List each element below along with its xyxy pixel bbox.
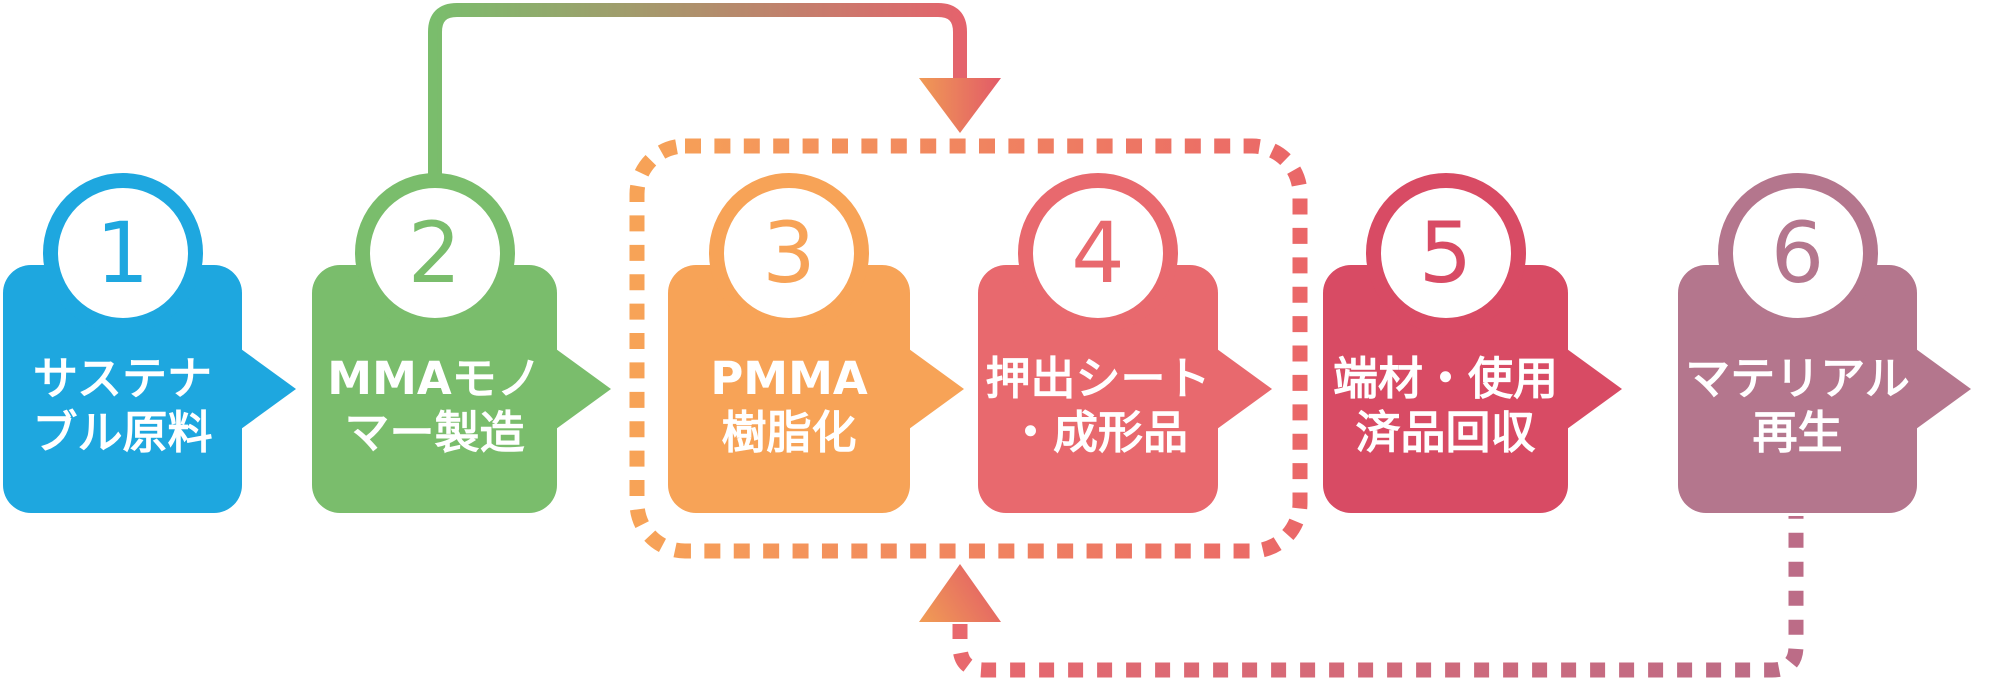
step-number-badge: 1 xyxy=(42,173,203,333)
step-number-badge: 5 xyxy=(1365,173,1526,333)
step-label-line: 樹脂化 xyxy=(721,406,857,459)
step-number: 3 xyxy=(762,204,816,302)
step-box-3: 3 PMMA 樹脂化 xyxy=(668,173,964,513)
step-box-4: 4 押出シート ・成形品 xyxy=(978,173,1272,513)
step-number: 5 xyxy=(1418,204,1473,302)
return-connector-line xyxy=(952,516,1804,678)
step-number: 4 xyxy=(1071,204,1125,302)
step-number-badge: 4 xyxy=(1018,173,1178,333)
step-label-line: MMAモノ xyxy=(327,352,542,405)
step-number-badge: 3 xyxy=(709,173,869,333)
step-number: 1 xyxy=(95,204,150,302)
step-box-2: 2 MMAモノ マー製造 xyxy=(312,173,611,513)
step-label: 端材・使用 済品回収 xyxy=(1323,352,1568,460)
step-box-1: 1 サステナ ブル原料 xyxy=(3,173,296,513)
arrow-down-icon xyxy=(919,78,1001,133)
step-number-badge: 2 xyxy=(354,173,515,333)
step-label: マテリアル 再生 xyxy=(1678,352,1917,460)
step-label-line: 済品回収 xyxy=(1355,406,1536,459)
step-label-line: マテリアル xyxy=(1685,352,1910,405)
step-box-6: 6 マテリアル 再生 xyxy=(1678,173,1971,513)
step-label-line: ・成形品 xyxy=(1007,406,1188,459)
step-number: 6 xyxy=(1770,204,1825,302)
arrow-up-icon xyxy=(919,564,1001,622)
step-label-line: マー製造 xyxy=(344,406,525,459)
step-box-5: 5 端材・使用 済品回収 xyxy=(1323,173,1622,513)
step-number: 2 xyxy=(407,204,462,302)
step-label: 押出シート ・成形品 xyxy=(978,352,1218,460)
step-label: PMMA 樹脂化 xyxy=(668,352,910,460)
step-label-line: 押出シート xyxy=(985,352,1211,405)
dotted-frame xyxy=(629,138,1308,559)
step-label-line: ブル原料 xyxy=(32,406,213,459)
step-label-line: PMMA xyxy=(710,352,868,405)
step-number-badge: 6 xyxy=(1717,173,1878,333)
step-label: MMAモノ マー製造 xyxy=(312,352,557,460)
step-label-line: 端材・使用 xyxy=(1332,352,1558,405)
top-connector-line xyxy=(428,3,967,253)
step-label-line: 再生 xyxy=(1752,406,1843,459)
step-label-line: サステナ xyxy=(32,352,213,405)
step-label: サステナ ブル原料 xyxy=(3,352,242,460)
